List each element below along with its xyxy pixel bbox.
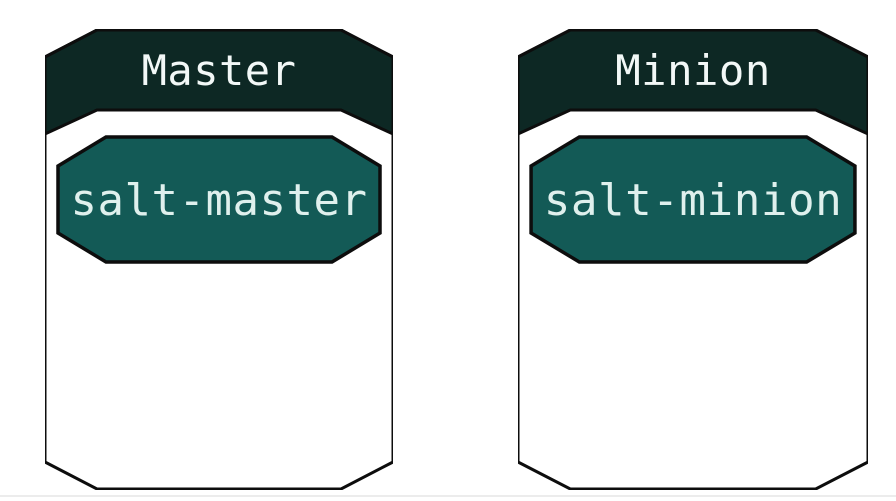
service-octagon-stroke <box>529 135 857 264</box>
service-octagon <box>58 137 380 262</box>
bottom-edge-artifact <box>0 495 896 497</box>
node-header-band <box>45 30 393 134</box>
service-name: salt-master <box>71 175 368 226</box>
service-octagon-stroke <box>56 135 382 264</box>
node-minion-graphic: Minion salt-minion <box>518 29 868 490</box>
node-header-band-stroke <box>45 29 393 136</box>
node-title: Master <box>142 46 297 95</box>
node-header-band-stroke <box>518 29 868 136</box>
service-octagon <box>531 137 855 262</box>
node-master: Master salt-master <box>45 29 393 490</box>
node-master-graphic: Master salt-master <box>45 29 393 490</box>
service-name: salt-minion <box>544 175 842 226</box>
node-minion: Minion salt-minion <box>518 29 868 490</box>
node-header-band <box>518 30 868 134</box>
node-title: Minion <box>615 46 771 95</box>
